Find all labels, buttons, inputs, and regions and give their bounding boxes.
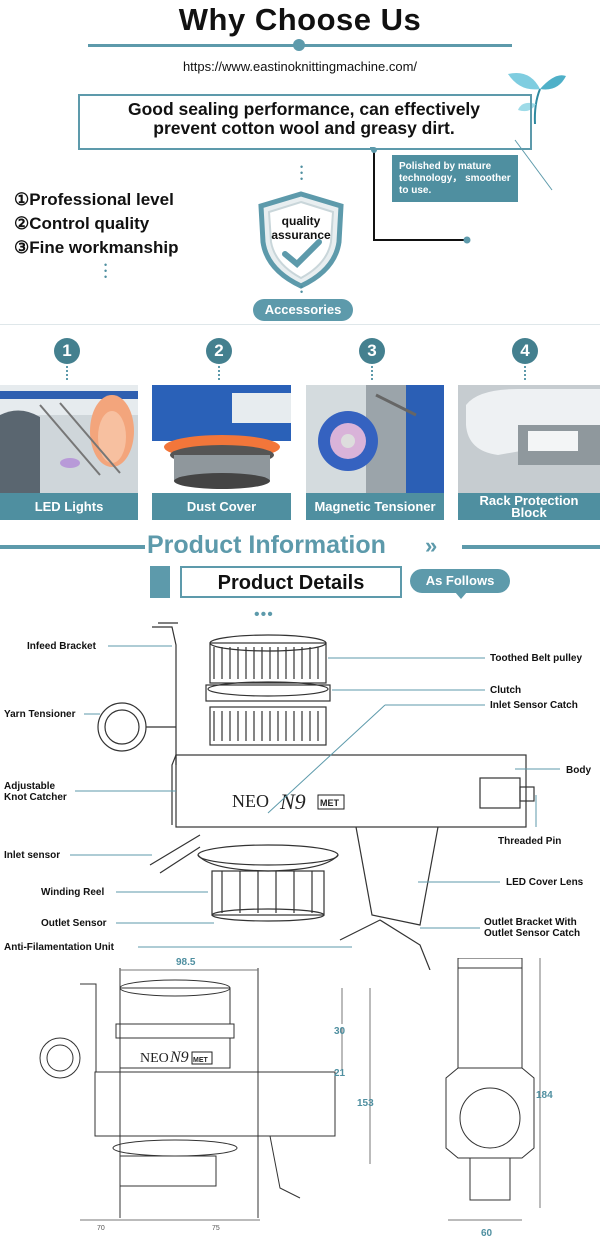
dim-184: 184 [536,1090,553,1101]
dim-98-5: 98.5 [176,957,196,968]
badge-dots: ••• [300,162,304,184]
feature-dots: ••• [104,260,108,282]
label-outlet-sensor: Outlet Sensor [41,918,107,929]
sealing-line-1: Good sealing performance, can effectivel… [127,99,481,119]
product-info-rule-left [0,545,145,549]
accessory-number: 2 [206,338,232,364]
dim-brand: NEO [140,1051,169,1066]
product-details-tab [150,566,170,598]
accessory-number: 1 [54,338,80,364]
accessory-number: 3 [359,338,385,364]
dimension-drawing: NEO N9 MET [39,958,541,1221]
yarn-feeder-diagram: NEO N9 MET [70,622,560,970]
label-line: Outlet Sensor Catch [484,928,581,939]
dim-model: N9 [169,1049,189,1066]
label-led-cover: LED Cover Lens [506,877,584,888]
website-url[interactable]: https://www.eastinoknittingmachine.com/ [182,59,418,74]
dim-153: 153 [357,1098,374,1109]
rack-protection-photo [458,385,600,493]
caption-line: Block [511,505,547,520]
number-dots [524,366,530,380]
label-knot-catcher: Adjustable Knot Catcher [4,781,67,803]
caption-line: Rack Protection [479,493,579,508]
accessories-label: Accessories [253,299,353,321]
badge-dots-lower: •• [300,282,304,297]
label-outlet-bracket: Outlet Bracket With Outlet Sensor Catch [484,917,580,939]
sealing-line-2: prevent cotton wool and greasy dirt. [153,118,455,138]
dim-70: 70 [97,1225,105,1232]
badge-line-2: assurance [271,228,331,242]
dim-30: 30 [334,1026,346,1037]
label-anti-filamentation: Anti-Filamentation Unit [4,942,114,953]
dust-cover-photo [152,385,291,493]
label-inlet-sensor-catch: Inlet Sensor Catch [490,700,578,711]
label-threaded-pin: Threaded Pin [498,836,562,847]
shield-icon [258,191,344,289]
label-line: Adjustable [4,781,56,792]
label-clutch: Clutch [490,685,522,696]
caption-magnetic-tensioner: Magnetic Tensioner [306,493,444,520]
label-line: Outlet Bracket With [484,917,577,928]
diagram-model: N9 [279,789,306,814]
as-follows-pointer [455,592,467,599]
label-yarn-tensioner: Yarn Tensioner [4,709,76,720]
product-details-heading: Product Details [180,566,402,598]
diagram-brand: NEO [232,791,269,811]
magnetic-tensioner-photo [306,385,444,493]
polish-line-3: to use. [399,185,432,196]
double-chevron-icon: » [425,533,438,558]
label-toothed-belt: Toothed Belt pulley [490,653,583,664]
dim-21: 21 [334,1068,346,1079]
accessories-rule [0,324,600,325]
feature-list: ①Professional level ②Control quality ③Fi… [14,188,179,260]
product-info-title: Product Information [147,531,386,559]
label-winding-reel: Winding Reel [41,887,105,898]
dim-met: MET [193,1057,209,1064]
product-info-rule-right [462,545,600,549]
label-infeed-bracket: Infeed Bracket [27,641,96,652]
feature-item: ②Control quality [14,214,150,233]
polish-note: Polished by mature technology， smoother … [392,155,518,202]
label-line: Knot Catcher [4,792,67,803]
polish-line-1: Polished by mature [399,161,492,172]
number-dots [66,366,72,380]
badge-text: quality assurance [255,214,347,242]
badge-line-1: quality [281,214,321,228]
number-dots [371,366,377,380]
feature-item: ①Professional level [14,190,174,209]
sealing-box [78,94,532,150]
caption-led-lights: LED Lights [0,493,138,520]
caption-dust-cover: Dust Cover [152,493,291,520]
number-dots [218,366,224,380]
accessory-number: 4 [512,338,538,364]
leaf-icon [508,73,566,125]
polish-line-2: technology， smoother [399,173,511,184]
caption-rack-protection: Rack Protection Block [458,493,600,520]
led-lights-photo [0,385,138,493]
page-title: Why Choose Us [178,2,422,37]
connector-lines [370,139,553,244]
diagram-met: MET [320,798,340,808]
details-dots: ••• [254,606,274,623]
label-body: Body [566,765,591,776]
dim-75: 75 [212,1225,220,1232]
dim-60: 60 [481,1228,493,1239]
sealing-text: Good sealing performance, can effectivel… [96,100,512,138]
feature-item: ③Fine workmanship [14,238,179,257]
title-dot [293,39,305,51]
label-inlet-sensor: Inlet sensor [4,850,61,861]
as-follows-label: As Follows [410,569,510,593]
